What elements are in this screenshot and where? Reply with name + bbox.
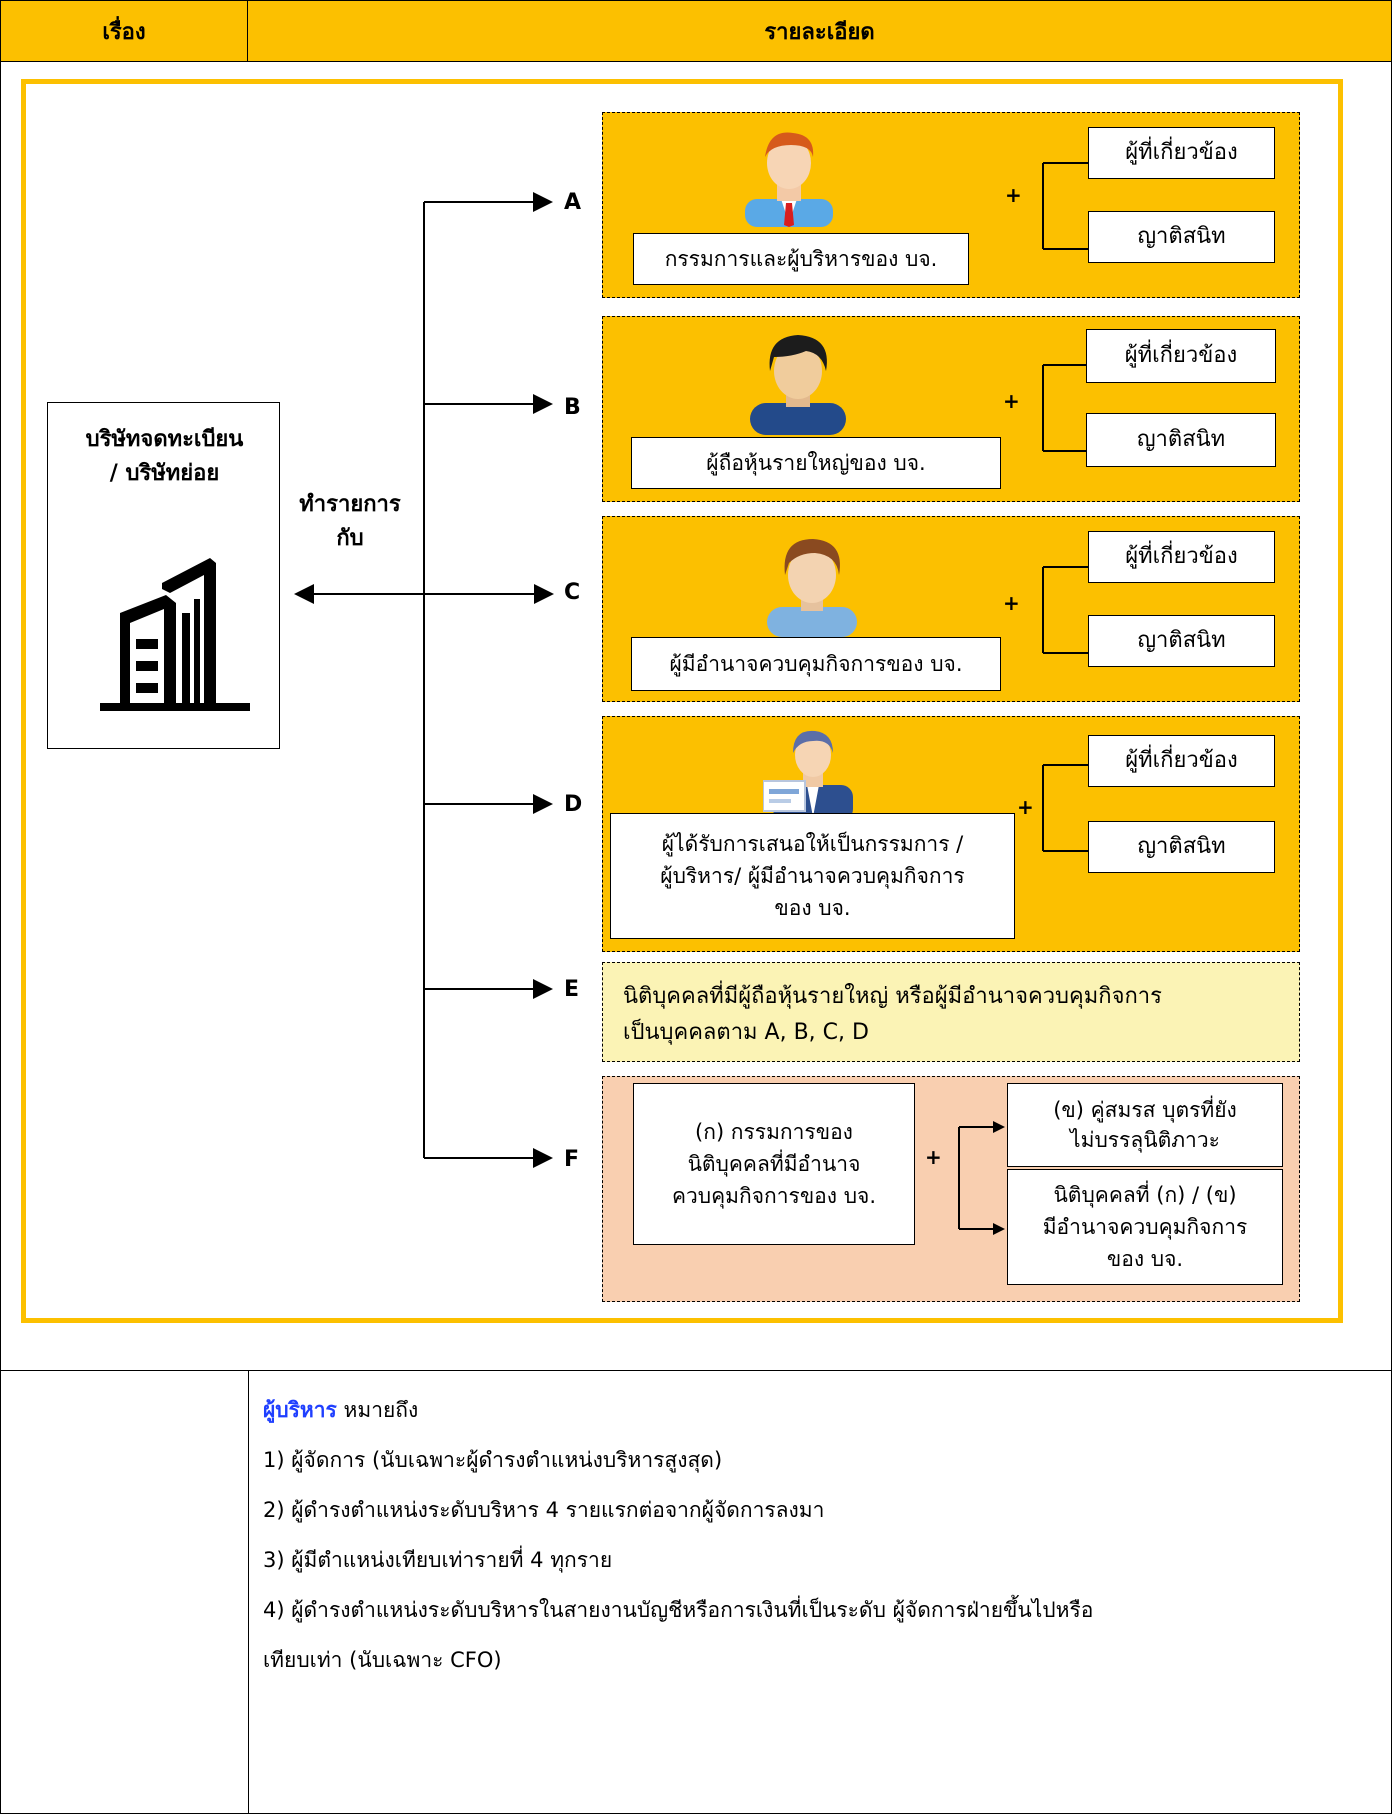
definition-topic-cell	[0, 1370, 249, 1814]
header-col-topic: เรื่อง	[0, 0, 248, 62]
group-e-text: นิติบุคคลที่มีผู้ถือหุ้นรายใหญ่ หรือผู้ม…	[623, 979, 1293, 1051]
group-f-bottom-line1: นิติบุคคลที่ (ก) / (ข)	[1053, 1183, 1237, 1207]
diagram-frame	[21, 79, 1343, 1323]
group-f-bottom-line2: มีอำนาจควบคุมกิจการ	[1042, 1215, 1248, 1239]
header-topic-text: เรื่อง	[102, 19, 146, 45]
group-d-label-line1: ผู้ได้รับการเสนอให้เป็นกรรมการ /	[661, 832, 964, 856]
group-f-bottom: นิติบุคคลที่ (ก) / (ข) มีอำนาจควบคุมกิจก…	[1007, 1169, 1283, 1285]
definition-item-2: 2) ผู้ดำรงตำแหน่งระดับบริหาร 4 รายแรกต่อ…	[263, 1498, 825, 1522]
header-detail-text: รายละเอียด	[764, 19, 875, 45]
definition-text: ผู้บริหาร หมายถึง 1) ผู้จัดการ (นับเฉพาะ…	[263, 1385, 1383, 1685]
group-c-label: ผู้มีอำนาจควบคุมกิจการของ บจ.	[631, 637, 1001, 691]
group-a-relatives: ญาติสนิท	[1088, 211, 1275, 263]
group-f-top: (ข) คู่สมรส บุตรที่ยัง ไม่บรรลุนิติภาวะ	[1007, 1083, 1283, 1167]
definition-term: ผู้บริหาร	[263, 1398, 337, 1422]
definition-means: หมายถึง	[336, 1398, 419, 1422]
group-d-label-line3: ของ บจ.	[774, 896, 851, 920]
entity-box: บริษัทจดทะเบียน / บริษัทย่อย	[47, 402, 280, 749]
group-f-left: (ก) กรรมการของ นิติบุคคลที่มีอำนาจ ควบคุ…	[633, 1083, 915, 1245]
group-e-line1: นิติบุคคลที่มีผู้ถือหุ้นรายใหญ่ หรือผู้ม…	[623, 984, 1162, 1009]
group-b-related: ผู้ที่เกี่ยวข้อง	[1086, 329, 1276, 383]
group-c-relatives: ญาติสนิท	[1088, 615, 1275, 667]
group-d-label: ผู้ได้รับการเสนอให้เป็นกรรมการ / ผู้บริห…	[610, 813, 1015, 939]
definition-item-3: 3) ผู้มีตำแหน่งเทียบเท่ารายที่ 4 ทุกราย	[263, 1548, 613, 1572]
group-f-top-line1: (ข) คู่สมรส บุตรที่ยัง	[1053, 1098, 1237, 1122]
group-f-plus: +	[925, 1145, 942, 1169]
group-f-left-line1: (ก) กรรมการของ	[695, 1120, 853, 1144]
letter-b: B	[564, 395, 581, 420]
group-a-label: กรรมการและผู้บริหารของ บจ.	[633, 233, 969, 285]
entity-line2: / บริษัทย่อย	[109, 461, 220, 486]
letter-a: A	[564, 190, 582, 215]
letter-d: D	[564, 792, 583, 817]
letter-c: C	[564, 580, 581, 605]
group-d-relatives: ญาติสนิท	[1088, 821, 1275, 873]
building-icon	[100, 558, 250, 711]
group-a-plus: +	[1005, 183, 1022, 207]
group-b-label: ผู้ถือหุ้นรายใหญ่ของ บจ.	[631, 437, 1001, 489]
person-icon	[750, 335, 846, 435]
group-b-box: ผู้ถือหุ้นรายใหญ่ของ บจ. + ผู้ที่เกี่ยวข…	[602, 316, 1300, 502]
group-c-plus: +	[1003, 591, 1020, 615]
transact-label: ทำรายการ กับ	[285, 488, 415, 556]
group-c-related: ผู้ที่เกี่ยวข้อง	[1088, 531, 1275, 583]
group-f-left-line3: ควบคุมกิจการของ บจ.	[671, 1184, 877, 1208]
group-d-plus: +	[1017, 795, 1034, 819]
group-f-fork	[958, 1121, 1005, 1235]
group-d-label-line2: ผู้บริหาร/ ผู้มีอำนาจควบคุมกิจการ	[660, 864, 965, 888]
group-e-line2: เป็นบุคคลตาม A, B, C, D	[623, 1020, 869, 1045]
transact-line2: กับ	[336, 526, 364, 551]
group-d-related: ผู้ที่เกี่ยวข้อง	[1088, 735, 1275, 787]
person-icon	[767, 539, 857, 637]
group-f-top-line2: ไม่บรรลุนิติภาวะ	[1070, 1128, 1220, 1152]
group-c-box: ผู้มีอำนาจควบคุมกิจการของ บจ. + ผู้ที่เก…	[602, 516, 1300, 702]
definition-detail-cell: ผู้บริหาร หมายถึง 1) ผู้จัดการ (นับเฉพาะ…	[248, 1370, 1392, 1814]
definition-item-4-cont: เทียบเท่า (นับเฉพาะ CFO)	[263, 1648, 502, 1672]
group-d-box: ผู้ได้รับการเสนอให้เป็นกรรมการ / ผู้บริห…	[602, 716, 1300, 952]
entity-label: บริษัทจดทะเบียน / บริษัทย่อย	[48, 423, 281, 491]
transact-line1: ทำรายการ	[299, 492, 401, 517]
group-b-plus: +	[1003, 389, 1020, 413]
group-a-related: ผู้ที่เกี่ยวข้อง	[1088, 127, 1275, 179]
group-e-box: นิติบุคคลที่มีผู้ถือหุ้นรายใหญ่ หรือผู้ม…	[602, 962, 1300, 1062]
definition-item-1: 1) ผู้จัดการ (นับเฉพาะผู้ดำรงตำแหน่งบริห…	[263, 1448, 723, 1472]
group-a-box: กรรมการและผู้บริหารของ บจ. + ผู้ที่เกี่ย…	[602, 112, 1300, 298]
group-f-left-line2: นิติบุคคลที่มีอำนาจ	[687, 1152, 861, 1176]
definition-item-4: 4) ผู้ดำรงตำแหน่งระดับบริหารในสายงานบัญช…	[263, 1598, 1094, 1622]
definition-heading: ผู้บริหาร หมายถึง	[263, 1385, 1383, 1435]
person-card-icon	[763, 730, 853, 821]
group-b-relatives: ญาติสนิท	[1086, 413, 1276, 467]
person-tie-icon	[745, 132, 833, 227]
letter-f: F	[564, 1147, 580, 1172]
entity-line1: บริษัทจดทะเบียน	[85, 427, 244, 452]
letter-e: E	[564, 977, 580, 1002]
group-f-bottom-line3: ของ บจ.	[1106, 1247, 1184, 1271]
group-f-box: (ก) กรรมการของ นิติบุคคลที่มีอำนาจ ควบคุ…	[602, 1076, 1300, 1302]
